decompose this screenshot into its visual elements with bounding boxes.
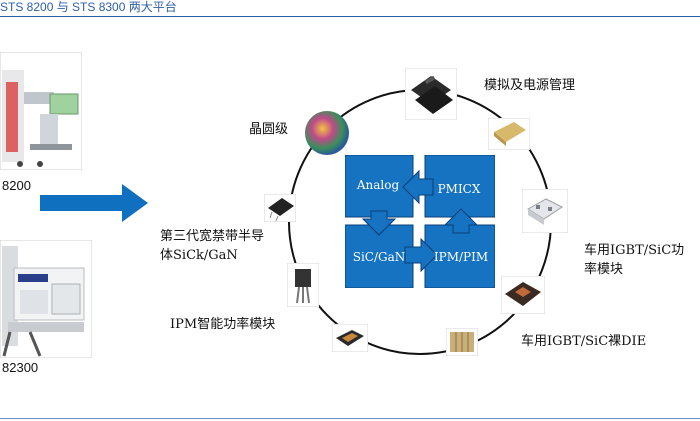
big-right-arrow-icon [40,184,148,222]
label-auto-module-2: 率模块 [584,262,624,277]
module-pmicx: PMICX [438,182,481,196]
sts8200-machine-image [0,52,82,170]
sts8300-machine-image [0,240,92,358]
label-auto-module-1: 车用IGBT/SiC功 [584,243,685,258]
to-package-image [287,263,319,307]
sts8300-label: 82300 [2,360,39,375]
label-third-gen-1: 第三代宽禁带半导 [160,229,265,244]
header-title: STS 8200 与 STS 8300 两大平台 [0,0,177,14]
module-sic-gan: SiC/GaN [353,250,406,264]
label-analog-power: 模拟及电源管理 [484,78,576,93]
arrow-left-icon [402,169,434,205]
header: STS 8200 与 STS 8300 两大平台 [0,0,700,18]
sts8200-label: 8200 [2,178,31,193]
auto-module-image [501,276,545,314]
module-quadrant: Analog PMICX SiC/GaN IPM/PIM [345,155,495,288]
ipm-module-image [332,324,368,352]
arrow-down-icon [361,210,397,236]
module-ipm-pim: IPM/PIM [434,250,488,264]
label-third-gen-2: 体SiCk/GaN [160,248,238,263]
footer-divider [0,418,700,419]
label-ipm-module: IPM智能功率模块 [170,317,276,332]
ic-chip-image [405,68,457,120]
power-module-image [522,189,568,233]
chip-array-image [488,118,530,150]
label-auto-die: 车用IGBT/SiC裸DIE [521,334,647,349]
arrow-right-icon [404,237,438,273]
smd-package-image [264,194,296,222]
bare-die-image [446,328,478,356]
label-wafer: 晶圆级 [249,122,289,137]
wafer-image [305,111,349,155]
arrow-up-icon [443,208,479,234]
module-analog: Analog [356,178,400,192]
header-divider [0,16,700,17]
